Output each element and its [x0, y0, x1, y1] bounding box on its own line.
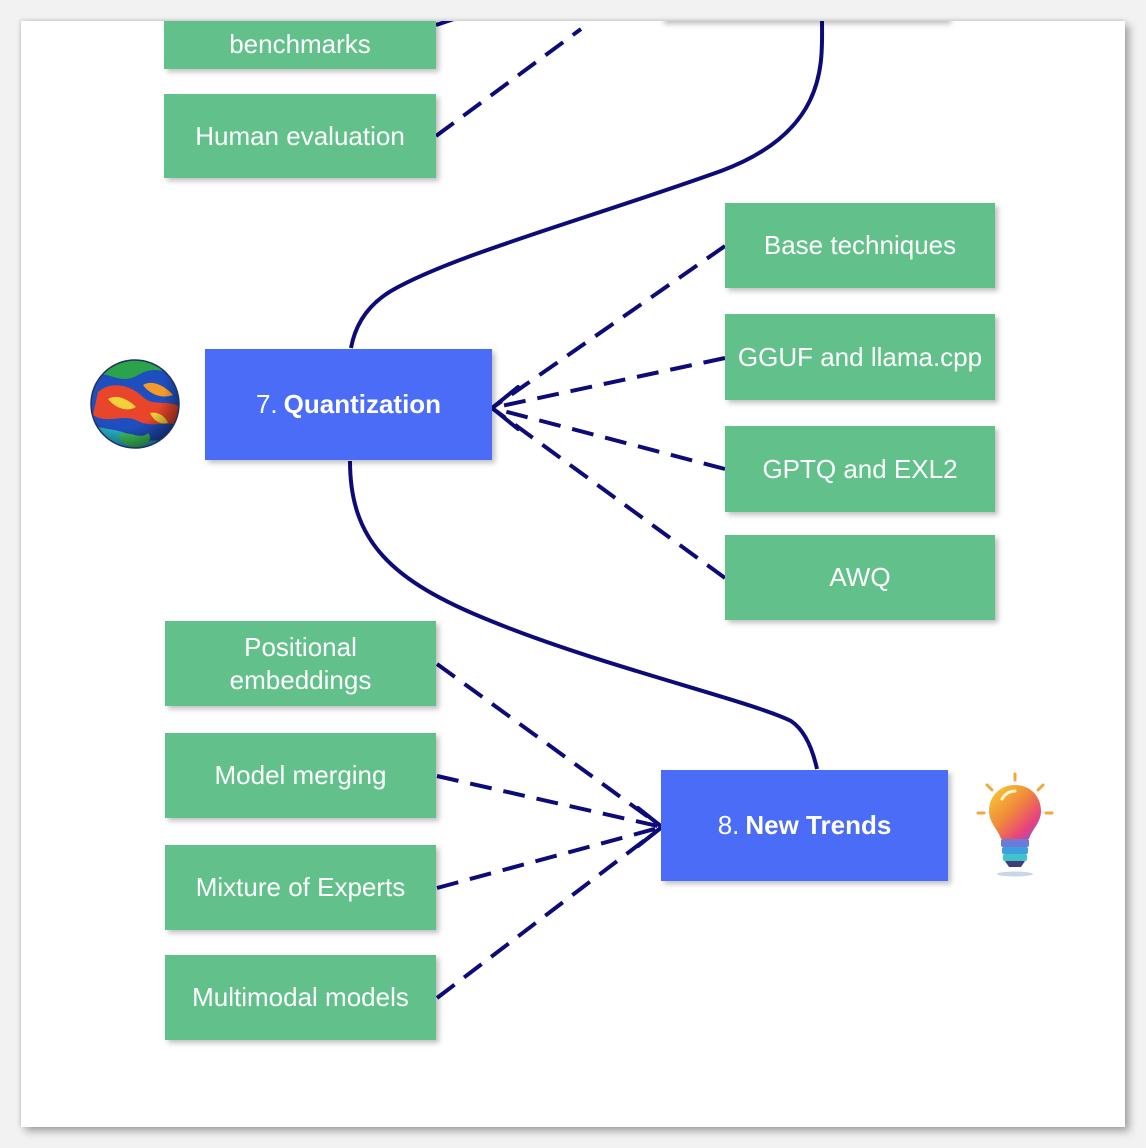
dashed-connector-human-evaluation — [434, 27, 583, 138]
topic-label: benchmarks — [229, 29, 371, 59]
main-node-quantization[interactable]: 7.Quantization — [205, 349, 492, 460]
topic-label: Model merging — [214, 760, 387, 790]
main-node-number: 8. — [717, 810, 740, 840]
dashed-connector-moe — [436, 825, 663, 890]
topic-label: Positional embeddings — [229, 631, 372, 695]
topic-positional-embeddings[interactable]: Positional embeddings — [165, 621, 436, 706]
topic-base-techniques[interactable]: Base techniques — [725, 203, 995, 288]
topic-label: Base techniques — [763, 230, 957, 260]
main-node-number: 7. — [255, 389, 278, 419]
lightbulb-icon — [976, 772, 1054, 877]
dashed-connector-base-techniques — [490, 244, 727, 410]
topic-mixture-of-experts[interactable]: Mixture of Experts — [165, 845, 436, 930]
main-node-title: New Trends — [745, 810, 892, 840]
dashed-connector-gguf — [491, 356, 726, 410]
topic-label: GPTQ and EXL2 — [762, 453, 958, 484]
solid-connector-top — [349, 21, 825, 349]
topic-label: Multimodal models — [192, 982, 409, 1012]
topic-multimodal-models[interactable]: Multimodal models — [165, 955, 436, 1040]
topic-model-merging[interactable]: Model merging — [165, 733, 436, 818]
earth-globe-icon — [90, 359, 180, 449]
dashed-connector-benchmarks — [435, 21, 455, 27]
roadmap-canvas: benchmarks Human evaluation 7.Quantizati… — [21, 21, 1125, 1127]
connector-lines — [348, 21, 825, 1000]
topic-label: GGUF and llama.cpp — [737, 341, 983, 372]
dashed-connector-gptq — [491, 406, 726, 471]
topic-human-evaluation[interactable]: Human evaluation — [164, 94, 436, 178]
main-node-title: Quantization — [283, 389, 442, 419]
topic-gptq-exl2[interactable]: GPTQ and EXL2 — [725, 426, 995, 512]
topic-label: Human evaluation — [195, 120, 405, 151]
dashed-connector-merging — [436, 774, 663, 829]
dashed-connector-multimodal — [435, 825, 664, 1000]
topic-benchmarks[interactable]: benchmarks — [164, 21, 436, 69]
topic-awq[interactable]: AWQ — [725, 535, 995, 620]
dashed-connector-awq — [490, 406, 727, 580]
topic-gguf-llama-cpp[interactable]: GGUF and llama.cpp — [725, 314, 995, 400]
topic-label: AWQ — [829, 562, 891, 592]
solid-connector-bottom — [348, 460, 819, 770]
arrowhead-quantization — [490, 385, 520, 431]
topic-label: Mixture of Experts — [195, 872, 406, 902]
main-node-new-trends[interactable]: 8.New Trends — [661, 770, 948, 881]
dashed-connector-positional — [435, 662, 664, 829]
